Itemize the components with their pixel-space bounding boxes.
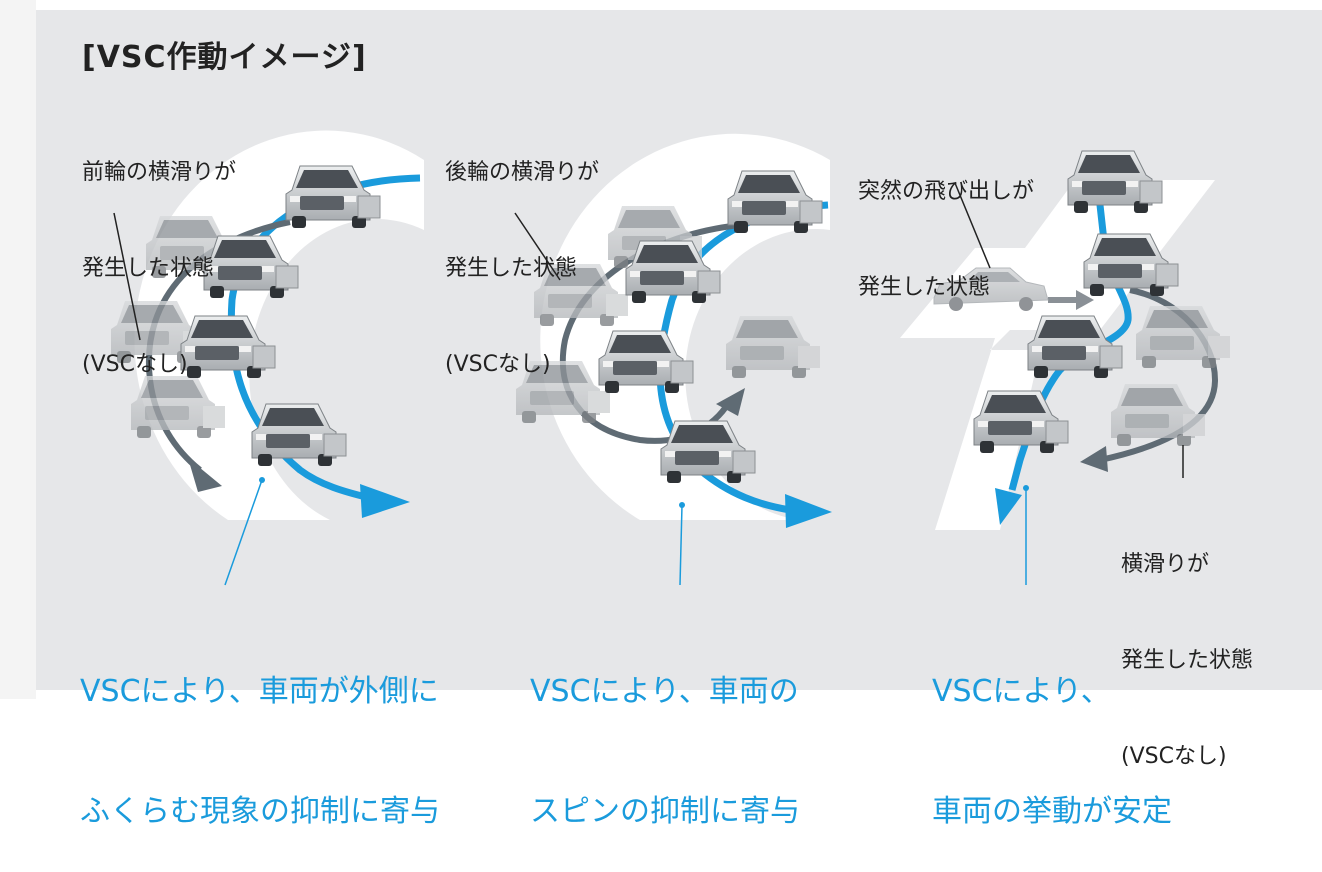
panel-3-label: 突然の飛び出しが 発生した状態 (858, 112, 1034, 336)
panel-2-caption-line: VSCにより、車両の (530, 674, 799, 709)
leader-line-1 (113, 212, 141, 341)
skid-arrow-head-1 (188, 458, 222, 492)
panel-2-label-line: 後輪の横滑りが (445, 160, 600, 185)
vsc-arrow-head-3 (995, 488, 1022, 525)
panel-2-caption: VSCにより、車両の スピンの抑制に寄与 (530, 592, 800, 872)
panel-1-scene (111, 130, 424, 586)
truck-3d (973, 390, 1069, 454)
caption-dot-3 (1023, 485, 1029, 491)
ghost-truck-3a (1136, 306, 1230, 368)
panel-1-label-line: 前輪の横滑りが (82, 160, 237, 185)
skid-arrow-head-3 (1080, 446, 1108, 472)
page-title: [VSC作動イメージ] (82, 40, 367, 75)
panel-1-caption-line: ふくらむ現象の抑制に寄与 (80, 794, 440, 829)
vsc-illustration (111, 130, 1230, 586)
panel-3-caption: VSCにより、 車両の挙動が安定 (932, 592, 1172, 872)
panel-1-label-line: (VSCなし) (82, 352, 188, 377)
leader-line-3 (954, 182, 991, 269)
ghost-truck-2d (726, 316, 820, 378)
truck-1d (251, 403, 347, 467)
vsc-arrow-head-2 (785, 494, 832, 528)
caption-line-1 (224, 479, 263, 586)
panel-3-skid-label-line: 横滑りが (1121, 552, 1210, 577)
panel-3-scene (900, 150, 1230, 585)
panel-2-caption-line: スピンの抑制に寄与 (530, 794, 800, 829)
truck-3a (1067, 150, 1163, 214)
panel-2-scene (514, 133, 832, 586)
panel-1-label: 前輪の横滑りが 発生した状態 (VSCなし) (82, 93, 236, 413)
truck-3c (1027, 315, 1123, 379)
panel-3-label-line: 発生した状態 (858, 275, 991, 300)
left-edge-strip (0, 0, 36, 699)
panel-3-skid-label-line: 発生した状態 (1121, 648, 1254, 673)
sedan-arrow-head (1076, 290, 1094, 310)
panel-3-caption-line: VSCにより、 (932, 674, 1111, 709)
truck-2d (660, 420, 756, 484)
panel-1-label-line: 発生した状態 (82, 256, 215, 281)
skid-arrow-head-2 (716, 388, 745, 416)
panel-3-caption-line: 車両の挙動が安定 (932, 794, 1172, 829)
road-curve-2 (540, 133, 830, 520)
caption-dot-2 (679, 502, 685, 508)
caption-line-2 (679, 504, 683, 586)
panel-3-label-line: 突然の飛び出しが (858, 179, 1035, 204)
panel-1-caption-line: VSCにより、車両が外側に (80, 674, 439, 709)
vsc-arrow-head-1 (360, 484, 410, 518)
panel-2-label-line: 発生した状態 (445, 256, 578, 281)
ghost-truck-3b (1111, 384, 1205, 446)
panel-2-label: 後輪の横滑りが 発生した状態 (VSCなし) (445, 93, 599, 413)
caption-dot-1 (259, 477, 265, 483)
leader-line-2 (514, 212, 561, 281)
panel-1-caption: VSCにより、車両が外側に ふくらむ現象の抑制に寄与 (80, 592, 440, 872)
panel-2-label-line: (VSCなし) (445, 352, 551, 377)
